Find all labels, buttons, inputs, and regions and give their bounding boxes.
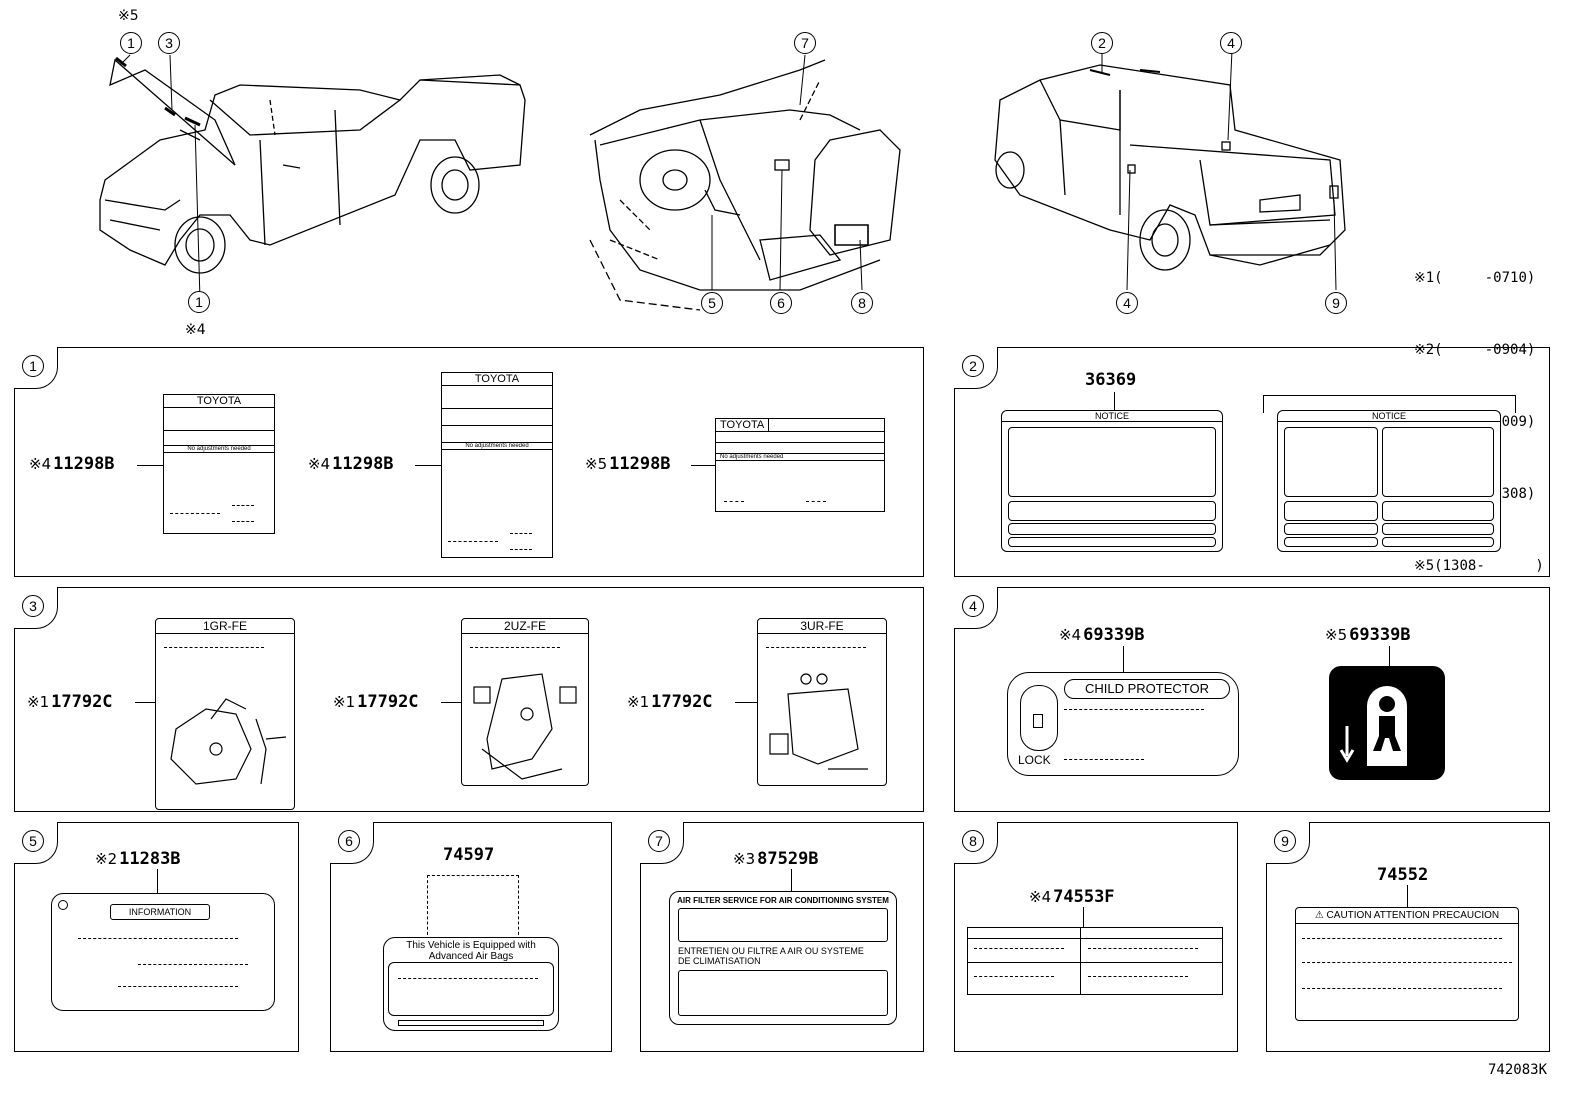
panel-9: 9 74552 ⚠ CAUTION ATTENTION PRECAUCION — [1266, 822, 1550, 1052]
panel-tab: 3 — [14, 587, 58, 629]
legend-row: ※2( -0904) — [1414, 342, 1536, 358]
engine-label: 1GR-FE — [155, 618, 295, 810]
emission-label: TOYOTA No adjustments needed — [715, 418, 885, 512]
truck-rear-view — [994, 64, 1346, 271]
child-protector-label: CHILD PROTECTOR LOCK — [1007, 672, 1239, 776]
engine-label: 3UR-FE — [757, 618, 887, 786]
notice-label: NOTICE — [1001, 410, 1223, 552]
part-number: 74597 — [443, 845, 495, 865]
legend-row: ※5(1308- ) — [1414, 558, 1544, 574]
panel-tab: 9 — [1266, 822, 1310, 864]
interior-view — [589, 59, 901, 311]
panel-tab: 6 — [330, 822, 374, 864]
callout-4: 4 — [1116, 292, 1138, 314]
engine-label: 2UZ-FE — [461, 618, 589, 786]
panel-tab: 2 — [954, 347, 998, 389]
information-label: INFORMATION — [51, 893, 275, 1011]
part-number: 36369 — [1085, 370, 1137, 390]
callout-3: 3 — [158, 32, 180, 54]
panel-tab: 8 — [954, 822, 998, 864]
engine-diagram — [170, 698, 287, 785]
callout-1: 1 — [120, 32, 142, 54]
callout-2: 2 — [1091, 32, 1113, 54]
emission-label: TOYOTA No adjustments needed — [441, 372, 553, 558]
figure-code: 742083K — [1488, 1062, 1548, 1078]
caution-label: ⚠ CAUTION ATTENTION PRECAUCION — [1295, 907, 1519, 1021]
callout-1: 1 — [188, 291, 210, 313]
truck-front-view — [99, 56, 526, 274]
notice-label: NOTICE — [1277, 410, 1501, 552]
callout-6: 6 — [770, 292, 792, 314]
overview-drawings — [99, 49, 1346, 311]
panel-tab: 1 — [14, 347, 58, 389]
child-lock-pictogram — [1329, 666, 1445, 780]
panel-2: 2 36369 NOTICE NOTICE — [954, 347, 1550, 577]
air-filter-label: AIR FILTER SERVICE FOR AIR CONDITIONING … — [669, 891, 897, 1025]
panel-tab: 5 — [14, 822, 58, 864]
lock-switch — [1020, 685, 1058, 751]
emission-label: TOYOTA No adjustments needed — [163, 394, 275, 534]
engine-diagram — [769, 673, 868, 770]
warning-label — [967, 927, 1223, 995]
panel-tab: 7 — [640, 822, 684, 864]
panel-tab: 4 — [954, 587, 998, 629]
callout-5: 5 — [701, 292, 723, 314]
engine-diagram — [473, 673, 577, 780]
part-number: 74552 — [1377, 865, 1429, 885]
callout-4: 4 — [1220, 32, 1242, 54]
callout-8: 8 — [851, 292, 873, 314]
callout-7: 7 — [794, 32, 816, 54]
note-top-left: ※5 — [118, 8, 139, 24]
child-lock-icon — [1339, 686, 1407, 766]
callout-9: 9 — [1325, 292, 1347, 314]
legend-row: ※1( -0710) — [1414, 270, 1536, 286]
note-bottom-left: ※4 — [185, 322, 206, 338]
